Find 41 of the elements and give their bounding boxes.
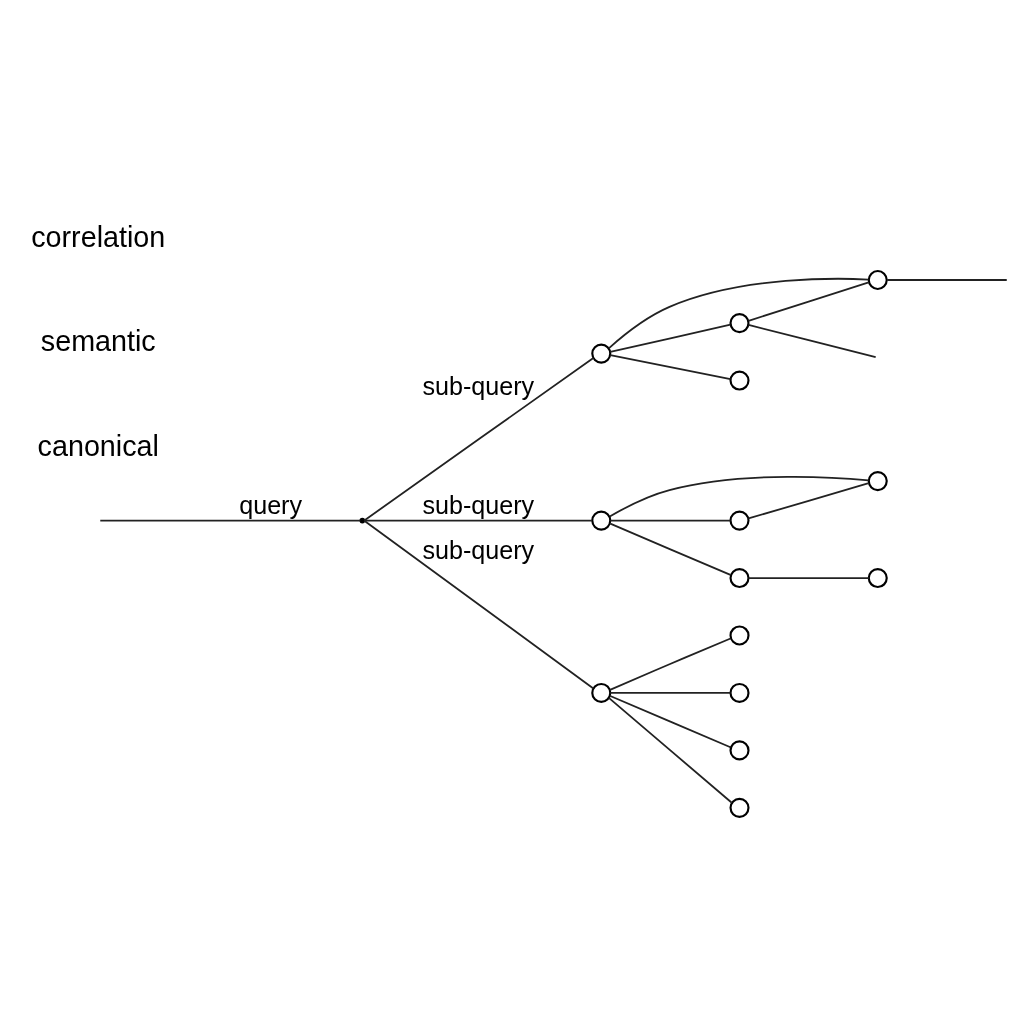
node-circle [729, 370, 750, 391]
connector [607, 277, 870, 349]
node-circle [729, 312, 750, 333]
node-circle [729, 682, 750, 703]
node-point [359, 517, 366, 523]
edge-label: query [239, 490, 303, 519]
connector [747, 576, 870, 579]
connector [363, 356, 595, 521]
node-circle [729, 739, 750, 760]
node-circle [729, 510, 750, 531]
node-circle [867, 567, 888, 588]
connector [747, 481, 870, 519]
connector [609, 323, 732, 353]
connector [363, 519, 593, 521]
connector [607, 696, 733, 803]
node-circle [591, 682, 612, 703]
node-circle [867, 470, 888, 491]
connector [747, 323, 877, 358]
node-circle [867, 269, 888, 290]
label: semantic [40, 324, 156, 357]
connector [363, 519, 595, 689]
connector [747, 280, 870, 322]
connector [609, 353, 732, 380]
edge-label: sub-query [422, 371, 535, 400]
connector [609, 691, 732, 694]
node-circle [729, 567, 750, 588]
node-circle [729, 797, 750, 818]
edge-label: sub-query [422, 490, 535, 519]
connector [609, 694, 732, 748]
node-circle [591, 510, 612, 531]
label: canonical [37, 429, 159, 462]
connector [886, 278, 1008, 281]
connector [609, 522, 732, 576]
node-circle [729, 624, 750, 646]
connector [99, 519, 362, 521]
edge-label: sub-query [422, 535, 535, 564]
connector [608, 475, 870, 517]
connector [609, 637, 732, 691]
label: correlation [31, 220, 166, 253]
node-circle [591, 343, 612, 364]
connector [609, 519, 732, 521]
